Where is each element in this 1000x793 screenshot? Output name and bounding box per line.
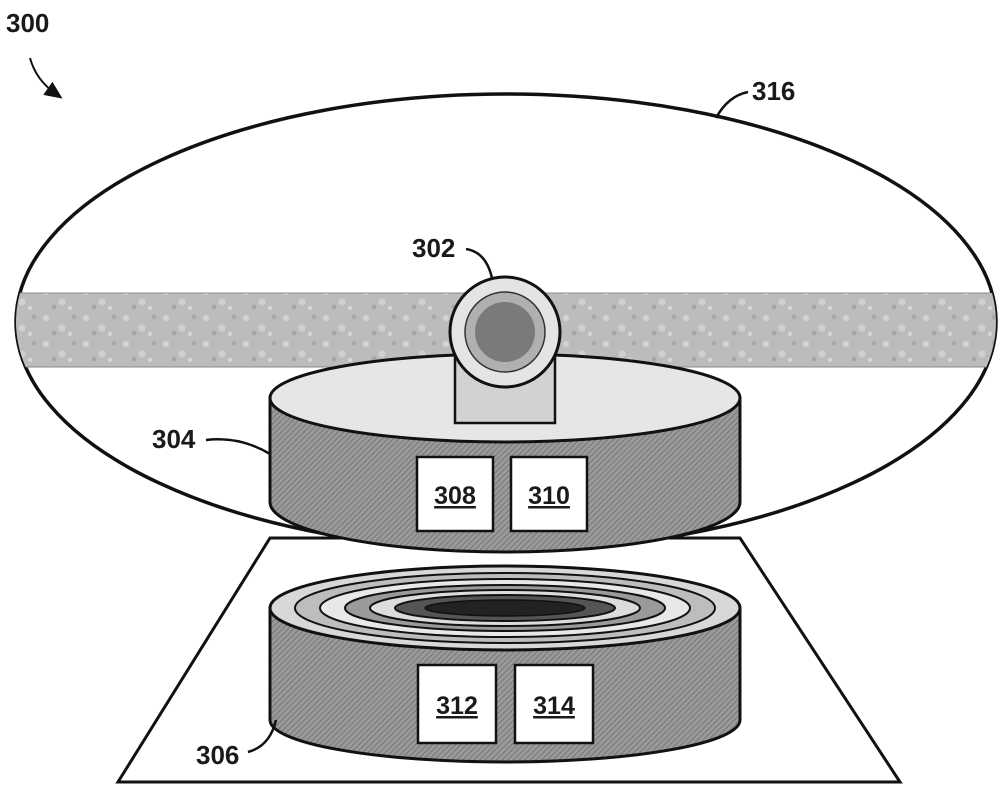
ref-302: 302 bbox=[412, 233, 455, 263]
module-310-box bbox=[509, 455, 589, 533]
ref-304-leader bbox=[205, 438, 271, 456]
ref-300: 300 bbox=[6, 8, 49, 38]
reference-labels: 300 316 302 304 306 bbox=[6, 8, 795, 770]
camera-302 bbox=[448, 275, 562, 425]
module-308-box bbox=[415, 455, 495, 533]
camera-lens bbox=[475, 302, 535, 362]
ref-316: 316 bbox=[752, 76, 795, 106]
ref-300-arrow bbox=[29, 57, 63, 99]
ref-306: 306 bbox=[196, 740, 239, 770]
lower-base-side bbox=[268, 606, 742, 764]
module-312-box bbox=[416, 663, 498, 745]
ref-304: 304 bbox=[152, 424, 196, 454]
module-310-label: 310 bbox=[528, 482, 570, 510]
coil-rings bbox=[294, 572, 716, 644]
ref-306-leader bbox=[247, 719, 278, 754]
ref-302-leader bbox=[465, 247, 494, 279]
ref-316-leader bbox=[714, 90, 749, 119]
module-314-box bbox=[513, 663, 595, 745]
module-314-label: 314 bbox=[533, 692, 575, 720]
module-312-label: 312 bbox=[436, 692, 478, 720]
module-308-label: 308 bbox=[434, 482, 476, 510]
lower-base-306: 312 314 bbox=[268, 564, 742, 764]
